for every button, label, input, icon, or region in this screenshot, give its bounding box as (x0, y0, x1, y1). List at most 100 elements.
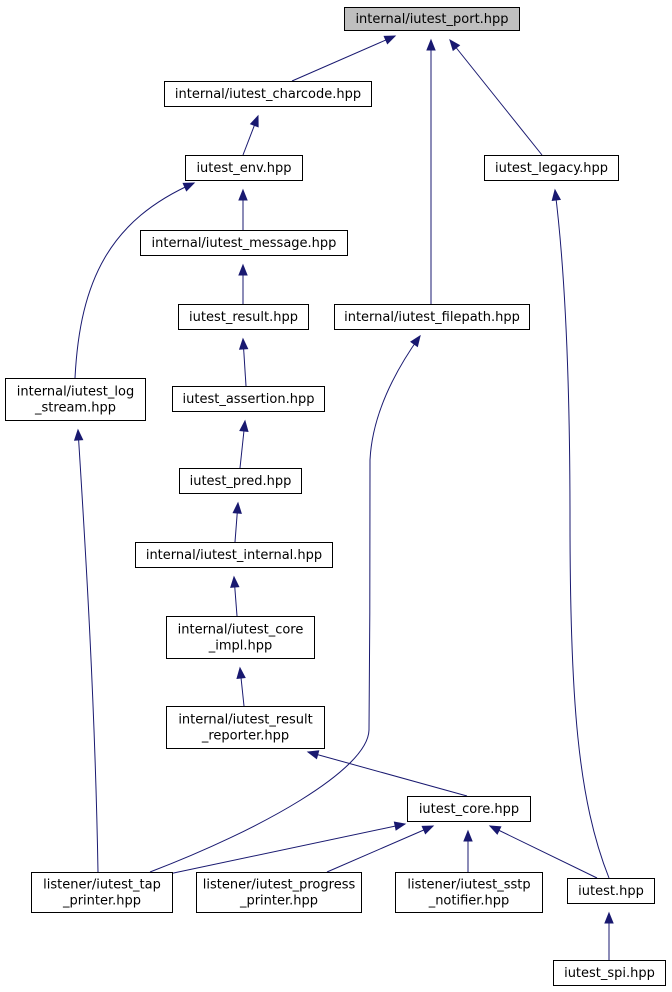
node-pred[interactable]: iutest_pred.hpp (179, 468, 302, 494)
node-box[interactable] (135, 542, 333, 568)
arrowhead-icon (393, 821, 407, 831)
node-filepath[interactable]: internal/iutest_filepath.hpp (334, 304, 530, 330)
edge-tap-to-core (149, 821, 407, 879)
node-label: internal/iutest_internal.hpp (146, 548, 322, 563)
node-box[interactable] (140, 230, 348, 256)
edge-progress-to-core (326, 825, 435, 873)
edge-spi-to-iutest (604, 911, 614, 960)
node-label: _impl.hpp (208, 639, 273, 654)
edge-line (307, 751, 468, 797)
node-label: listener/iutest_sstp (407, 878, 530, 893)
arrowhead-icon (410, 334, 421, 348)
node-box[interactable] (344, 7, 520, 31)
node-layer: internal/iutest_port.hpp internal/iutest_… (5, 7, 666, 986)
node-box[interactable] (185, 155, 303, 181)
edge-message-to-env (238, 188, 248, 230)
node-reporter[interactable]: internal/iutest_result_reporter.hpp (166, 706, 325, 749)
edge-layer (73, 35, 614, 960)
arrowhead-icon (421, 825, 435, 835)
arrowhead-icon (551, 188, 562, 202)
arrowhead-icon (239, 419, 249, 432)
node-legacy[interactable]: iutest_legacy.hpp (484, 155, 619, 181)
edge-reporter-to-coreimpl (236, 666, 246, 707)
node-box[interactable] (196, 872, 362, 913)
edge-line (326, 825, 434, 873)
edge-iutest-to-legacy (551, 188, 610, 879)
node-logstream[interactable]: internal/iutest_log_stream.hpp (5, 378, 146, 421)
node-box[interactable] (166, 616, 315, 659)
node-label: _printer.hpp (239, 894, 318, 909)
node-label: internal/iutest_filepath.hpp (344, 310, 520, 325)
node-box[interactable] (484, 155, 619, 181)
edge-assertion-to-result (238, 337, 249, 387)
node-label: _reporter.hpp (201, 729, 289, 744)
node-label: internal/iutest_message.hpp (152, 236, 337, 251)
edge-tap-to-filepath (149, 334, 421, 873)
node-box[interactable] (179, 468, 302, 494)
node-tap[interactable]: listener/iutest_tap_printer.hpp (31, 872, 173, 913)
arrowhead-icon (73, 428, 84, 441)
node-box[interactable] (395, 872, 543, 913)
node-box[interactable] (178, 304, 309, 330)
node-box[interactable] (553, 960, 666, 986)
edge-pred-to-assertion (239, 419, 249, 469)
node-label: iutest.hpp (578, 884, 644, 899)
node-box[interactable] (567, 878, 655, 904)
edge-line (291, 35, 396, 82)
node-result[interactable]: iutest_result.hpp (178, 304, 309, 330)
edge-filepath-to-port (426, 38, 436, 304)
node-box[interactable] (334, 304, 530, 330)
node-box[interactable] (172, 386, 325, 412)
arrowhead-icon (426, 38, 436, 51)
arrowhead-icon (463, 829, 473, 842)
node-label: iutest_assertion.hpp (183, 392, 315, 407)
node-box[interactable] (5, 378, 146, 421)
node-env[interactable]: iutest_env.hpp (185, 155, 303, 181)
node-charcode[interactable]: internal/iutest_charcode.hpp (164, 81, 372, 107)
node-port[interactable]: internal/iutest_port.hpp (344, 7, 520, 31)
arrowhead-icon (449, 38, 461, 52)
node-label: internal/iutest_charcode.hpp (175, 87, 361, 102)
arrowhead-icon (230, 575, 240, 588)
node-label: internal/iutest_log (17, 385, 134, 400)
node-box[interactable] (166, 706, 325, 749)
node-label: _notifier.hpp (428, 894, 510, 909)
node-box[interactable] (407, 796, 531, 822)
arrowhead-icon (249, 114, 259, 128)
arrowhead-icon (383, 35, 397, 45)
node-label: iutest_core.hpp (419, 802, 519, 817)
node-message[interactable]: internal/iutest_message.hpp (140, 230, 348, 256)
node-spi[interactable]: iutest_spi.hpp (553, 960, 666, 986)
arrowhead-icon (488, 825, 502, 835)
node-assertion[interactable]: iutest_assertion.hpp (172, 386, 325, 412)
edge-env-to-charcode (242, 114, 259, 156)
node-box[interactable] (31, 872, 173, 913)
node-label: iutest_spi.hpp (564, 966, 655, 981)
node-internal[interactable]: internal/iutest_internal.hpp (135, 542, 333, 568)
edge-legacy-to-port (449, 38, 543, 156)
arrowhead-icon (182, 182, 196, 192)
edge-result-to-message (238, 263, 248, 304)
node-iutest[interactable]: iutest.hpp (567, 878, 655, 904)
edge-internal-to-pred (232, 501, 242, 543)
node-progress[interactable]: listener/iutest_progress_printer.hpp (196, 872, 362, 913)
node-coreimpl[interactable]: internal/iutest_core_impl.hpp (166, 616, 315, 659)
node-box[interactable] (164, 81, 372, 107)
edge-tap-to-logstream (73, 428, 99, 873)
node-core[interactable]: iutest_core.hpp (407, 796, 531, 822)
arrowhead-icon (232, 501, 242, 514)
arrowhead-icon (238, 263, 248, 276)
edge-line (149, 335, 421, 873)
node-label: iutest_result.hpp (189, 310, 298, 325)
node-label: iutest_legacy.hpp (495, 161, 608, 176)
arrowhead-icon (306, 750, 320, 760)
arrowhead-icon (238, 188, 248, 201)
edge-sstp-to-core (463, 829, 473, 872)
edge-line (149, 823, 406, 879)
edge-line (77, 429, 99, 873)
edge-line (449, 39, 543, 156)
arrowhead-icon (238, 337, 249, 350)
node-sstp[interactable]: listener/iutest_sstp_notifier.hpp (395, 872, 543, 913)
node-label: _printer.hpp (62, 894, 141, 909)
